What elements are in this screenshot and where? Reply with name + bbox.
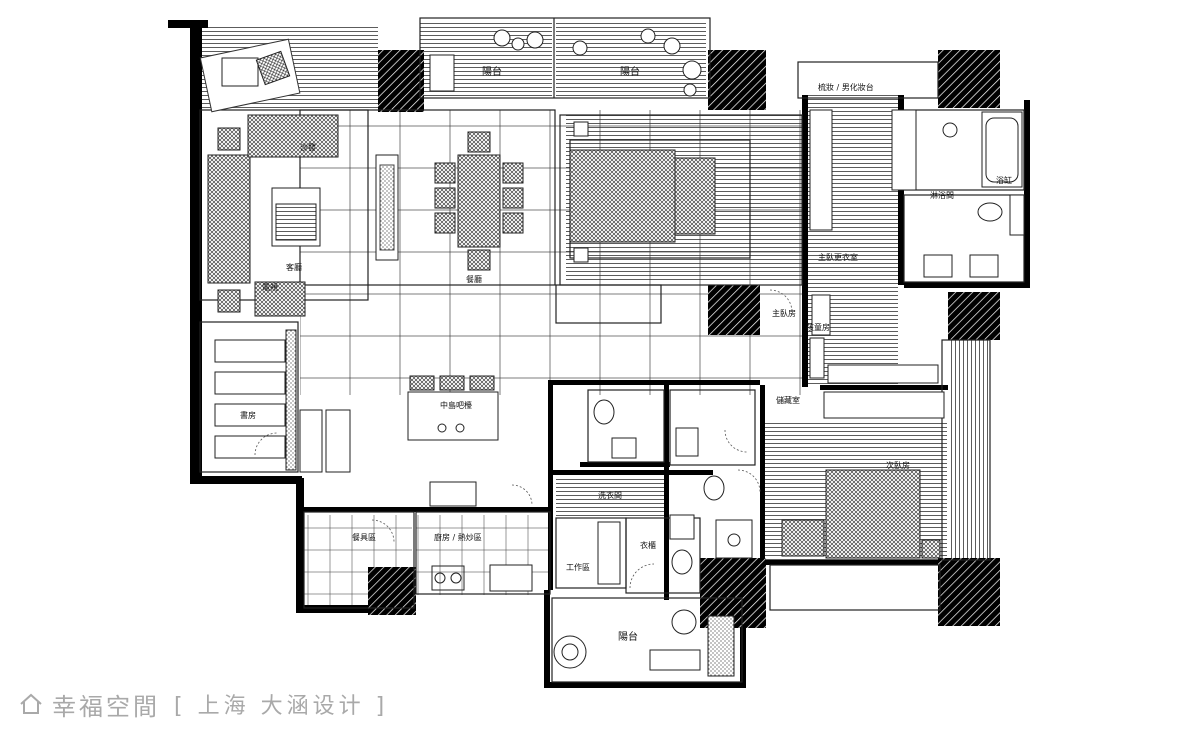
watermark-brand: 幸福空間 [52, 692, 160, 721]
label-kitchen-right: 廚房 / 熱炒區 [434, 532, 482, 542]
balcony-top-right-floor [556, 20, 706, 98]
label-shower: 淋浴間 [930, 190, 954, 200]
island-furniture [407, 375, 499, 441]
label-dining: 餐廳 [466, 274, 482, 284]
label-tub: 浴缸 [996, 175, 1012, 185]
study-desks [214, 329, 297, 471]
label-balcony-bottom: 陽台 [618, 630, 638, 643]
plants [429, 28, 702, 97]
label-living: 客廳 [286, 262, 302, 272]
house-logo-icon [20, 693, 42, 714]
label-sofa: 沙發 [300, 143, 316, 152]
label-balcony-left: 陽台 [482, 65, 502, 78]
watermark-credit: [ 上海 大涵设计 ] [174, 694, 389, 719]
closets [809, 109, 945, 419]
dining-furniture [434, 131, 524, 271]
label-laundry: 洗衣間 [598, 490, 622, 500]
label-master-closet: 主臥更衣室 [818, 252, 858, 262]
label-guest-room: 次臥房 [886, 460, 910, 470]
laundry-floor [556, 478, 666, 518]
bottom-balcony-fixtures [553, 609, 735, 677]
room-labels: 陽台 陽台 陽台 客廳 餐廳 中島吧檯 書房 餐具區 廚房 / 熱炒區 工作區 … [240, 65, 1012, 643]
label-tv: 電視 [262, 283, 278, 292]
living-room-furniture [199, 38, 399, 317]
label-island: 中島吧檯 [440, 400, 472, 410]
master-bed [569, 121, 716, 263]
door-swings [254, 289, 793, 589]
watermark: 幸福空間 [ 上海 大涵设计 ] [18, 686, 388, 722]
label-vanity: 梳妝 / 男化妝台 [818, 82, 874, 92]
guest-bed [781, 469, 941, 559]
label-work: 工作區 [566, 562, 590, 572]
label-storage: 儲藏室 [776, 395, 800, 405]
label-kids: 孩童房 [806, 322, 830, 332]
outline-lines [199, 17, 1025, 683]
label-dress: 衣櫃 [640, 540, 656, 550]
kitchen-counters [429, 481, 533, 592]
label-balcony-right: 陽台 [620, 65, 640, 78]
label-kitchen-left: 餐具區 [352, 533, 376, 542]
master-bath [923, 111, 1025, 278]
label-master-room: 主臥房 [772, 308, 796, 318]
bath-fixtures [299, 399, 753, 585]
right-balcony-floor [948, 340, 990, 560]
label-study: 書房 [240, 410, 256, 420]
wall-hatch [368, 50, 1000, 628]
